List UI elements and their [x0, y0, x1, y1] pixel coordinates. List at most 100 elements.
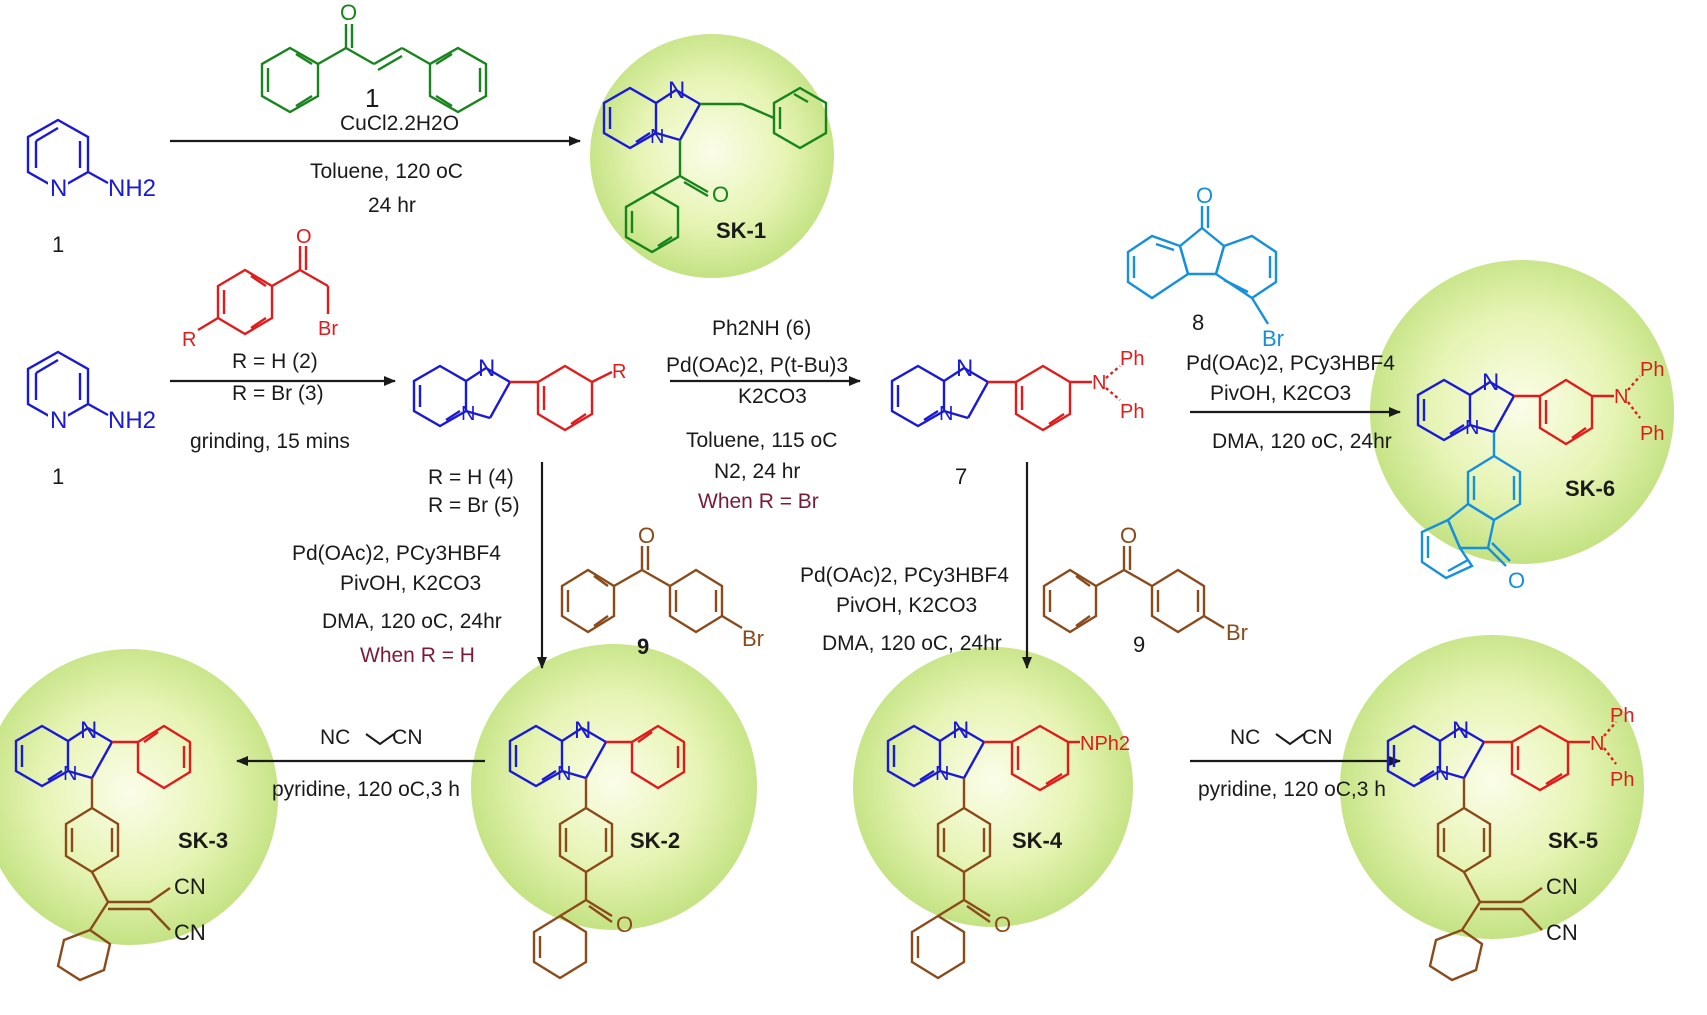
r5-solvent: DMA, 120 oC, 24hr	[322, 610, 502, 633]
fluorenone-o: O	[1196, 183, 1213, 208]
legend-3: R = Br (3)	[232, 382, 324, 405]
fluorenone-structure	[1126, 206, 1278, 325]
r1-reagent: CuCl2.2H2O	[340, 112, 459, 135]
sk1-n-bridge: N	[650, 126, 664, 148]
sk4-nph2: NPh2	[1080, 733, 1130, 755]
compound7-structure	[890, 364, 1121, 432]
r3-amine: Ph2NH (6)	[712, 317, 811, 340]
r3-base: K2CO3	[738, 385, 807, 408]
chalcone-o: O	[340, 0, 357, 25]
sk4-label: SK-4	[1012, 828, 1063, 853]
bromoacetophenone-structure	[197, 246, 330, 336]
aminopyridine-top-n: N	[50, 175, 67, 202]
r4-solvent: DMA, 120 oC, 24hr	[1212, 430, 1392, 453]
benzophenone-a-structure	[560, 546, 743, 634]
sk6-n: N	[1614, 386, 1628, 408]
r2-line: grinding, 15 mins	[190, 430, 350, 453]
benzophenone-a-label: 9	[637, 634, 649, 659]
sk3-n-bridge: N	[63, 763, 77, 785]
sk4-o: O	[994, 912, 1011, 937]
r6-solvent: DMA, 120 oC, 24hr	[822, 632, 1002, 655]
malononitrile-b	[1275, 733, 1305, 746]
sk2-label: SK-2	[630, 828, 680, 853]
sk5-ph1: Ph	[1610, 705, 1634, 727]
r8-reagent: NC CN	[1230, 726, 1333, 749]
r5-catalyst: Pd(OAc)2, PCy3HBF4	[292, 542, 501, 565]
sk4-halo	[853, 647, 1133, 927]
r6-catalyst: Pd(OAc)2, PCy3HBF4	[800, 564, 1009, 587]
sk1-halo	[590, 34, 834, 278]
sk5-n: N	[1590, 733, 1604, 755]
sk2-o: O	[616, 912, 633, 937]
intermediate-n-ring: N	[478, 355, 495, 382]
r3-catalyst: Pd(OAc)2, P(t-Bu)3	[666, 354, 848, 377]
sk2-n-bridge: N	[557, 763, 571, 785]
sk3-cn1: CN	[174, 874, 206, 899]
aminopyridine-mid-nh2: NH2	[108, 407, 156, 434]
sk2-structure	[508, 724, 686, 980]
sk1-structure	[602, 86, 828, 254]
r4-additive: PivOH, K2CO3	[1210, 382, 1351, 405]
chalcone-label: 1	[365, 83, 379, 113]
r5-note: When R = H	[360, 644, 475, 667]
sk6-ph2: Ph	[1640, 423, 1664, 445]
r6-additive: PivOH, K2CO3	[836, 594, 977, 617]
compound7-ph1: Ph	[1120, 348, 1144, 370]
sk4-structure	[886, 724, 1080, 980]
sk5-structure	[1386, 721, 1617, 982]
aminopyridine-mid-n: N	[50, 407, 67, 434]
sk2-n-ring: N	[574, 717, 591, 744]
r1-time: 24 hr	[368, 194, 416, 217]
sk5-halo	[1340, 635, 1644, 939]
compound7-n-ring: N	[956, 355, 973, 382]
sk2-halo	[471, 644, 757, 930]
sk5-n-ring: N	[1452, 717, 1469, 744]
sk4-n-ring: N	[952, 717, 969, 744]
aminopyridine-top-nh2: NH2	[108, 175, 156, 202]
sk3-halo	[0, 649, 278, 945]
r3-solvent: Toluene, 115 oC	[686, 429, 837, 452]
legend-2: R = H (2)	[232, 350, 318, 373]
benzophenone-a-br: Br	[742, 626, 764, 651]
sk5-label: SK-5	[1548, 828, 1598, 853]
r3-note: When R = Br	[698, 490, 819, 513]
sk6-ph1: Ph	[1640, 359, 1664, 381]
compound7-ph2: Ph	[1120, 401, 1144, 423]
r4-catalyst: Pd(OAc)2, PCy3HBF4	[1186, 352, 1395, 375]
sk6-o: O	[1508, 568, 1525, 593]
benzophenone-b-o: O	[1120, 523, 1137, 548]
compound7-n: N	[1092, 372, 1106, 394]
r7-solvent: pyridine, 120 oC,3 h	[272, 778, 460, 801]
sk3-label: SK-3	[178, 828, 228, 853]
intermediate-n-bridge: N	[461, 403, 475, 425]
sk5-n-bridge: N	[1435, 763, 1449, 785]
sk3-cn2: CN	[174, 920, 206, 945]
bromoacetophenone-r: R	[182, 329, 196, 351]
r8-solvent: pyridine, 120 oC,3 h	[1198, 778, 1386, 801]
sk1-label: SK-1	[716, 218, 766, 243]
benzophenone-b-structure	[1042, 546, 1225, 634]
legend-4: R = H (4)	[428, 466, 514, 489]
sk3-structure	[14, 724, 192, 982]
sk6-structure	[1416, 375, 1641, 580]
bromoacetophenone-br: Br	[318, 318, 338, 340]
sk3-n-ring: N	[80, 717, 97, 744]
aminopyridine-top-label: 1	[52, 232, 64, 257]
sk1-n-ring: N	[668, 77, 685, 104]
benzophenone-b-br: Br	[1226, 620, 1248, 645]
sk5-ph2: Ph	[1610, 769, 1634, 791]
sk5-cn2: CN	[1546, 920, 1578, 945]
benzophenone-a-o: O	[638, 523, 655, 548]
compound7-n-bridge: N	[939, 403, 953, 425]
sk1-o: O	[712, 182, 729, 207]
r1-solvent: Toluene, 120 oC	[310, 160, 463, 183]
arrows	[170, 136, 1401, 766]
aminopyridine-mid-label: 1	[52, 464, 64, 489]
r3-atm: N2, 24 hr	[714, 460, 800, 483]
compound7-label: 7	[955, 464, 967, 489]
sk6-label: SK-6	[1565, 476, 1615, 501]
intermediate-r: R	[612, 361, 626, 383]
fluorenone-br: Br	[1262, 326, 1284, 351]
chalcone-structure	[260, 24, 488, 114]
